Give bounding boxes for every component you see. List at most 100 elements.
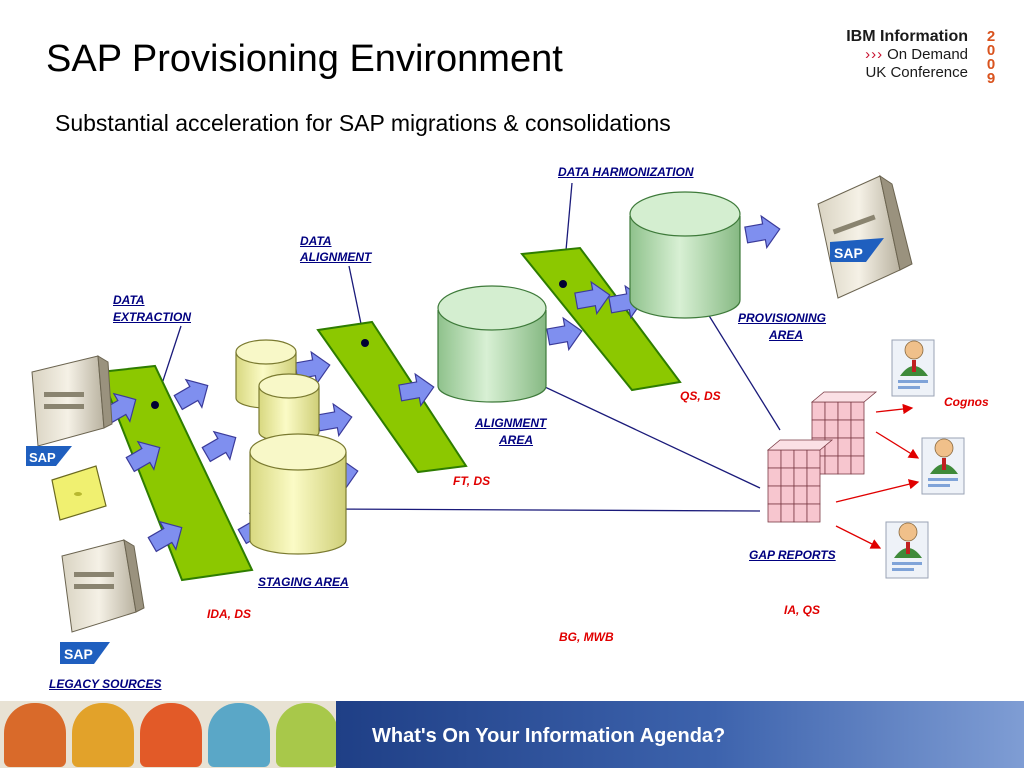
report-cube (767, 467, 782, 487)
report-cube (793, 503, 808, 523)
staging-area-label: STAGING AREA (258, 575, 349, 589)
marker-dot (151, 401, 159, 409)
sap-logo-icon (26, 446, 72, 466)
sap-server-icon (31, 355, 113, 447)
provisioning-cylinder (629, 191, 741, 319)
person-photo (208, 703, 270, 767)
gap-reports-label: GAP REPORTS (749, 548, 836, 562)
alignment-area-label-line1: ALIGNMENT (475, 416, 547, 430)
legacy-database-icon (51, 465, 107, 521)
flow-arrow-icon (574, 280, 611, 316)
footer-banner: What's On Your Information Agenda? (0, 701, 1024, 768)
flow-arrow-icon (173, 378, 209, 411)
report-cube (806, 449, 821, 469)
report-cube (780, 485, 795, 505)
sap-logo-icon (60, 642, 110, 664)
report-cube (824, 401, 839, 421)
logo-line-3: UK Conference (865, 64, 968, 81)
data-alignment-label-line2: ALIGNMENT (300, 250, 372, 264)
report-cube (824, 419, 839, 439)
report-cube (811, 419, 826, 439)
data-extraction-label-line2: EXTRACTION (113, 310, 191, 324)
person-photo (72, 703, 134, 767)
report-cube (850, 455, 865, 475)
conference-logo: IBM Information ›››On Demand UK Conferen… (840, 26, 1020, 88)
page-title: SAP Provisioning Environment (46, 38, 563, 80)
report-cube (837, 401, 852, 421)
logo-year-digit: 0 (986, 56, 996, 73)
report-cube (837, 437, 852, 457)
flow-arrow-icon (147, 520, 183, 553)
report-cube (824, 455, 839, 475)
tool-label-ft-ds: FT, DS (453, 474, 491, 488)
report-cube (767, 485, 782, 505)
staging-cylinder-front (249, 433, 347, 555)
report-cube (850, 437, 865, 457)
marker-dot (559, 280, 567, 288)
data-extraction-band (98, 364, 254, 582)
report-cube (780, 467, 795, 487)
report-arrow (835, 525, 882, 549)
flow-arrow-icon (316, 402, 353, 438)
report-cube (767, 503, 782, 523)
alignment-area-label-line2: AREA (499, 433, 534, 447)
logo-year-digit: 0 (986, 42, 996, 59)
page-subtitle: Substantial acceleration for SAP migrati… (55, 110, 671, 136)
target-sap-server-icon (817, 174, 913, 299)
person-photo (140, 703, 202, 767)
report-cube-top (810, 391, 878, 403)
data-harmonization-label: DATA HARMONIZATION (558, 165, 694, 179)
report-cube (793, 467, 808, 487)
legacy-sources-label: LEGACY SOURCES (49, 677, 162, 691)
flow-arrow-icon (125, 440, 161, 473)
report-cube (811, 401, 826, 421)
connector-line (319, 508, 761, 512)
report-arrow (835, 479, 920, 503)
provisioning-diagram: SAP SAP SAP (26, 174, 965, 664)
staging-cylinder-middle (258, 373, 320, 443)
logo-line-2-text: On Demand (887, 46, 968, 63)
tool-label-cognos: Cognos (944, 395, 989, 409)
provisioning-area-label-line2: AREA (769, 328, 804, 342)
report-user-icon (885, 521, 929, 579)
footer-tagline-bar: What's On Your Information Agenda? (336, 701, 1024, 768)
tool-label-qs-ds: QS, DS (680, 389, 721, 403)
report-user-icon (921, 437, 965, 495)
logo-line-1: IBM Information (846, 28, 968, 45)
report-cube (837, 419, 852, 439)
tool-label-bg-mwb: BG, MWB (559, 630, 614, 644)
footer-photo-strip (0, 701, 338, 768)
report-cube (780, 503, 795, 523)
report-user-icon (891, 339, 935, 397)
flow-arrow-icon (744, 214, 781, 250)
logo-line-2: ›››On Demand (865, 46, 968, 63)
logo-year-digit: 2 (986, 28, 996, 45)
sap-badge-text: SAP (64, 646, 93, 662)
report-arrow (875, 431, 920, 459)
data-extraction-label-line1: DATA (113, 293, 145, 307)
flow-arrow-icon (398, 372, 435, 408)
flow-arrow-icon (201, 430, 237, 463)
report-cube (850, 401, 865, 421)
report-cube (767, 449, 782, 469)
marker-dot (361, 339, 369, 347)
alignment-cylinder (437, 285, 547, 403)
report-cube (850, 419, 865, 439)
sap-badge-text: SAP (29, 450, 56, 465)
logo-arrows: ››› (865, 46, 884, 63)
data-alignment-label-line1: DATA (300, 234, 332, 248)
sap-badge-text: SAP (834, 245, 863, 261)
sap-logo-icon (830, 238, 884, 262)
report-cube (806, 467, 821, 487)
report-cube (780, 449, 795, 469)
report-cube (793, 485, 808, 505)
report-cube (793, 449, 808, 469)
report-cube-top (766, 439, 834, 451)
gap-reports-cubes (766, 391, 878, 523)
report-cube (806, 503, 821, 523)
logo-year-digit: 9 (986, 70, 996, 87)
person-photo (276, 703, 338, 767)
person-photo (4, 703, 66, 767)
legacy-server-icon (61, 539, 145, 633)
